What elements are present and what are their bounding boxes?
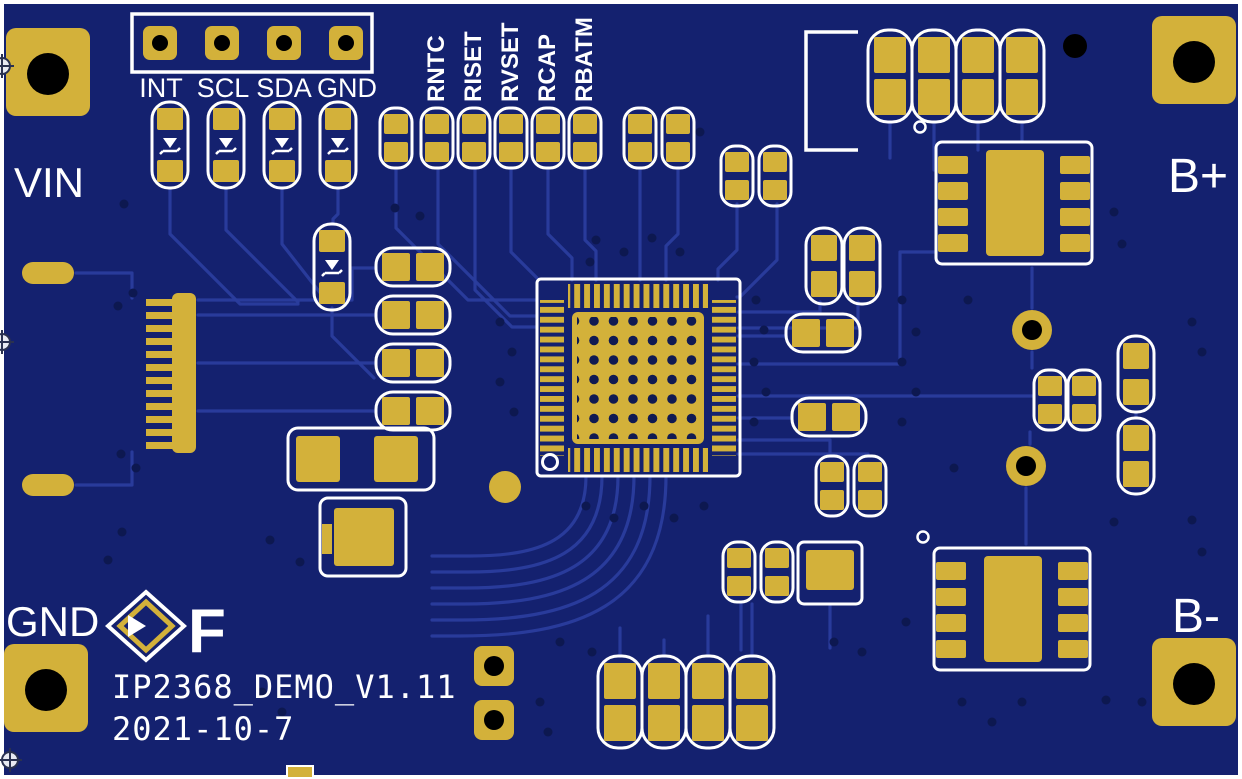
- tvs-diode-footprint: [150, 100, 190, 190]
- resistor-footprint-riset: [456, 106, 492, 170]
- resistor-footprint: [790, 396, 868, 438]
- capacitor-footprint: [374, 390, 452, 432]
- logo: F: [105, 589, 226, 666]
- header-pad-sda: [267, 26, 301, 60]
- resistor-footprint-rcap: [530, 106, 566, 170]
- sop8-ic-top: [934, 140, 1094, 266]
- capacitor-footprint: [1032, 368, 1068, 432]
- power-capacitor-footprint: [684, 654, 732, 750]
- b-minus-label: B-: [1172, 590, 1220, 643]
- header-pad-gnd: [329, 26, 363, 60]
- usb-shell-pad: [22, 262, 74, 284]
- tvs-diode-footprint: [318, 100, 358, 190]
- capacitor-footprint: [719, 144, 755, 208]
- test-point-via: [1012, 310, 1052, 350]
- tvs-diode-footprint: [262, 100, 302, 190]
- resistor-footprint-rntc: [419, 106, 455, 170]
- label-rntc: RNTC: [423, 35, 450, 102]
- capacitor-footprint: [1116, 416, 1156, 496]
- resistor-footprint-rbatm: [567, 106, 603, 170]
- power-capacitor-footprint: [728, 654, 776, 750]
- through-hole-pad: [474, 700, 514, 740]
- capacitor-footprint: [1116, 334, 1156, 414]
- gnd-label: GND: [6, 598, 99, 645]
- label-rbatm: RBATM: [571, 17, 598, 102]
- header-label-int: INT: [139, 73, 183, 103]
- power-capacitor-footprint: [998, 28, 1046, 124]
- ic-pins-left: [540, 300, 564, 456]
- header-pad-int: [143, 26, 177, 60]
- power-capacitor-footprint: [866, 28, 914, 124]
- silkscreen-title: IP2368_DEMO_V1.11: [112, 668, 457, 706]
- power-capacitor-footprint: [910, 28, 958, 124]
- tvs-diode-footprint: [206, 100, 246, 190]
- main-ic: [535, 277, 742, 478]
- label-rvset: RVSET: [497, 22, 524, 102]
- ic-pins-right: [712, 300, 736, 456]
- header-pad-scl: [205, 26, 239, 60]
- usb-shell-pad: [22, 474, 74, 496]
- connector-outline: [804, 30, 858, 152]
- usb-tongue-pad: [172, 293, 196, 453]
- ic-pins-bottom: [568, 448, 708, 472]
- silk-dot: [916, 530, 930, 544]
- header-label-scl: SCL: [197, 73, 250, 103]
- header-label-gnd: GND: [317, 73, 377, 103]
- capacitor-footprint: [374, 294, 452, 336]
- capacitor-footprint: [1066, 368, 1102, 432]
- pin-header: [130, 12, 374, 74]
- large-capacitor-footprint: [286, 426, 436, 492]
- mount-pad-top-right: [1152, 16, 1236, 104]
- test-point-via: [1006, 446, 1046, 486]
- ic-pins-top: [568, 284, 708, 308]
- b-plus-label: B+: [1168, 150, 1228, 203]
- silkscreen-date: 2021-10-7: [112, 710, 294, 748]
- test-point: [489, 471, 521, 503]
- diode-footprint: [796, 540, 864, 606]
- capacitor-footprint: [757, 144, 793, 208]
- fiducial-mark: [0, 329, 15, 355]
- capacitor-footprint: [814, 454, 850, 518]
- mount-pad-top-left: [6, 28, 90, 116]
- resistor-footprint: [784, 312, 862, 354]
- power-capacitor-footprint: [640, 654, 688, 750]
- capacitor-footprint: [721, 540, 757, 604]
- tvs-diode-footprint: [312, 222, 352, 312]
- resistor-footprint: [378, 106, 414, 170]
- sop8-ic-bottom: [932, 546, 1092, 672]
- power-capacitor-footprint: [954, 28, 1002, 124]
- usb-pin-comb: [146, 296, 174, 450]
- thermal-vias: [577, 317, 699, 439]
- label-riset: RISET: [460, 31, 487, 102]
- mount-pad-bottom-right: [1152, 638, 1236, 726]
- usb-c-connector: [22, 262, 196, 496]
- resistor-footprint-rvset: [493, 106, 529, 170]
- capacitor-footprint: [622, 106, 658, 170]
- capacitor-footprint: [660, 106, 696, 170]
- capacitor-footprint: [759, 540, 795, 604]
- header-label-sda: SDA: [256, 73, 312, 103]
- edge-tab: [286, 765, 314, 779]
- pin1-marker: [541, 453, 559, 471]
- power-capacitor-footprint: [596, 654, 644, 750]
- inductor-footprint: [318, 496, 408, 578]
- vin-label: VIN: [14, 159, 84, 206]
- capacitor-footprint: [374, 342, 452, 384]
- through-hole-pad: [474, 646, 514, 686]
- capacitor-footprint: [842, 226, 882, 306]
- mount-hole: [1063, 34, 1087, 58]
- via-dots: [103, 87, 1207, 737]
- silk-dot: [913, 120, 927, 134]
- capacitor-footprint: [804, 226, 844, 306]
- label-rcap: RCAP: [534, 34, 561, 102]
- capacitor-footprint: [852, 454, 888, 518]
- capacitor-footprint: [374, 246, 452, 288]
- logo-letter: F: [188, 597, 226, 666]
- mount-pad-bottom-left: [4, 644, 88, 732]
